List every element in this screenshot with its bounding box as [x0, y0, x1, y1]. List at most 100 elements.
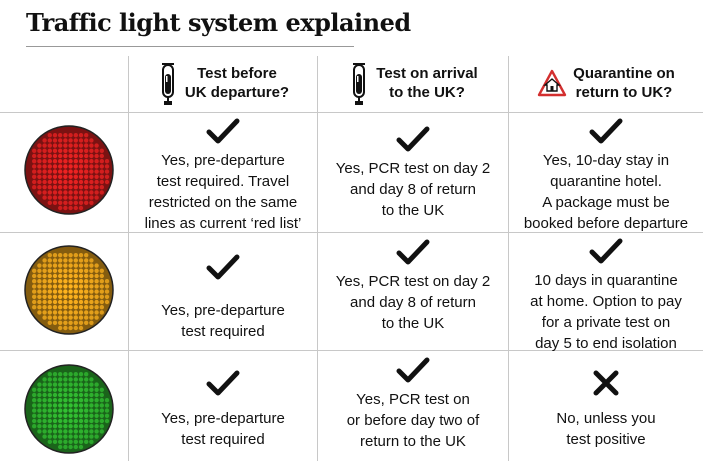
light-led [58, 315, 63, 320]
light-led [52, 377, 58, 382]
light-led [84, 413, 89, 418]
light-led [63, 200, 68, 205]
light-led [58, 372, 63, 377]
light-led [78, 148, 84, 153]
light-led [73, 279, 78, 284]
light-led [32, 279, 37, 284]
light-led [89, 305, 94, 310]
light-led [73, 392, 78, 398]
light-led [68, 403, 73, 408]
light-led [89, 424, 94, 429]
cell-red-test-on-arrival: Yes, PCR test on day 2 and day 8 of retu… [318, 124, 508, 221]
light-led [94, 273, 99, 279]
light-led [58, 289, 63, 294]
light-led [89, 159, 94, 164]
light-led [78, 429, 84, 434]
light-led [52, 299, 58, 305]
light-led [63, 305, 68, 310]
light-led [78, 263, 84, 268]
light-led [52, 143, 58, 148]
light-led [73, 143, 78, 148]
light-led [73, 408, 78, 413]
light-led [99, 190, 105, 195]
light-led [94, 289, 99, 294]
light-led [73, 164, 78, 169]
light-led [47, 398, 52, 403]
light-led [63, 179, 68, 185]
light-led [78, 299, 84, 305]
light-led [58, 268, 63, 273]
cell-text: Yes, 10-day stay in quarantine hotel. A … [523, 152, 689, 232]
light-led [84, 174, 89, 179]
light-led [58, 284, 63, 289]
light-led [58, 320, 63, 325]
light-led [47, 320, 52, 325]
light-led [89, 179, 94, 185]
light-led [68, 169, 73, 174]
light-led [104, 174, 110, 179]
light-led [89, 382, 94, 387]
light-led [63, 190, 68, 195]
light-led [73, 289, 78, 294]
light-led [58, 403, 63, 408]
light-led [32, 299, 37, 305]
light-led [47, 185, 52, 190]
light-led [84, 289, 89, 294]
cell-green-quarantine: No, unless you test positive [509, 368, 703, 450]
light-led [63, 439, 68, 444]
light-led [73, 190, 78, 195]
light-led [73, 403, 78, 408]
light-led [47, 263, 52, 268]
light-led [78, 413, 84, 418]
light-led [42, 418, 47, 424]
light-led [47, 138, 52, 143]
quarantine-house-icon [537, 68, 567, 98]
light-led [58, 294, 63, 299]
light-led [78, 444, 84, 450]
light-led [89, 403, 94, 408]
light-led [89, 320, 94, 325]
light-led [63, 153, 68, 159]
light-led [37, 424, 42, 429]
light-led [89, 195, 94, 200]
light-led [89, 164, 94, 169]
light-led [78, 408, 84, 413]
light-led [94, 429, 99, 434]
light-led [104, 403, 110, 408]
light-led [52, 185, 58, 190]
light-led [32, 148, 37, 153]
light-led [47, 279, 52, 284]
light-led [58, 439, 63, 444]
light-led [52, 133, 58, 138]
light-led [99, 284, 105, 289]
light-led [73, 174, 78, 179]
light-led [63, 294, 68, 299]
light-led [78, 434, 84, 439]
light-led [89, 387, 94, 392]
light-led [84, 159, 89, 164]
light-led [63, 372, 68, 377]
light-led [73, 424, 78, 429]
light-led [52, 268, 58, 273]
light-led [89, 294, 94, 299]
light-led [68, 258, 73, 263]
light-led [94, 413, 99, 418]
light-led [58, 159, 63, 164]
light-led [47, 253, 52, 258]
light-led [68, 263, 73, 268]
light-led [89, 174, 94, 179]
cell-text: Yes, PCR test on day 2 and day 8 of retu… [335, 160, 491, 219]
light-led [52, 279, 58, 284]
red-traffic-light [24, 125, 114, 215]
light-led [84, 418, 89, 424]
light-led [78, 398, 84, 403]
light-led [94, 279, 99, 284]
light-led [78, 289, 84, 294]
light-led [68, 310, 73, 315]
light-led [63, 377, 68, 382]
light-led [68, 148, 73, 153]
light-led [104, 179, 110, 185]
light-led [73, 429, 78, 434]
light-led [94, 148, 99, 153]
light-led [63, 205, 68, 211]
